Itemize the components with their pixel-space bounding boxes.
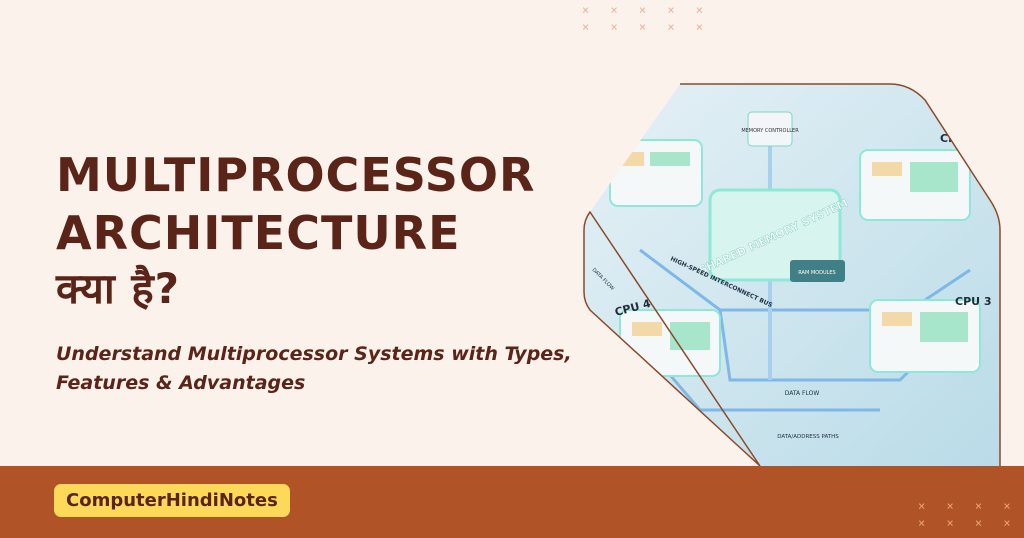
data-address-paths-label: DATA/ADDRESS PATHS [777, 434, 839, 440]
svg-text:CPU 2: CPU 2 [940, 132, 977, 145]
headline-line-3: क्या है? [56, 264, 180, 313]
cpu-1 [609, 139, 703, 207]
headline-line-1: MULTIPROCESSOR [56, 148, 536, 202]
subtitle: Understand Multiprocessor Systems with T… [56, 343, 572, 394]
brand-badge: ComputerHindiNotes [54, 484, 290, 517]
headline-line-2: ARCHITECTURE [56, 206, 461, 260]
decorative-crosses-bottom: × × × × × × × × × × [918, 499, 1018, 530]
multiprocessor-illustration: MEMORY CONTROLLER SHARED MEMORY SYSTEM R… [583, 83, 1001, 467]
svg-text:RAM MODULES: RAM MODULES [798, 270, 835, 276]
decorative-crosses-top: × × × × × × × × × × [582, 3, 711, 34]
cpu-3: CPU 3 [869, 295, 992, 373]
ram-modules: RAM MODULES [790, 260, 845, 282]
memory-controller: MEMORY CONTROLLER [741, 111, 799, 147]
data-flow-label: DATA FLOW [785, 390, 820, 397]
shared-memory-block: SHARED MEMORY SYSTEM [697, 188, 850, 282]
svg-text:CPU 3: CPU 3 [955, 295, 992, 308]
svg-text:MEMORY CONTROLLER: MEMORY CONTROLLER [741, 128, 799, 134]
